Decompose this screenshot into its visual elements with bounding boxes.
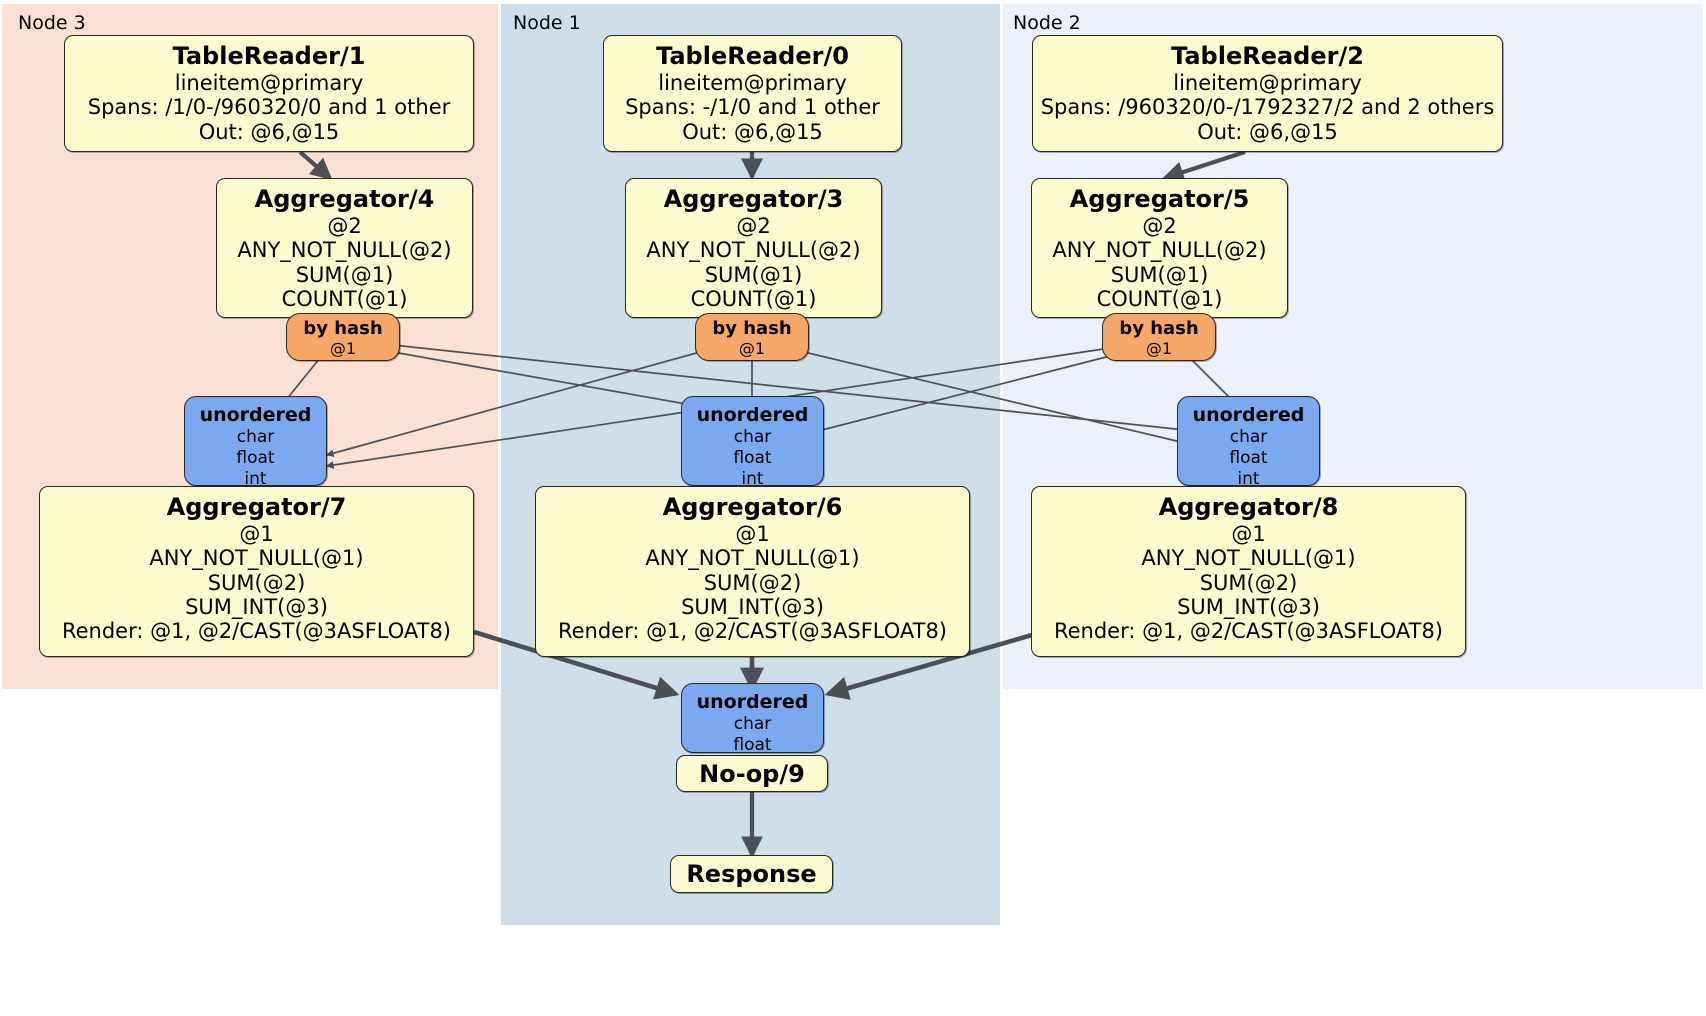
aggregator-5-line-1: ANY_NOT_NULL(@2) bbox=[1052, 238, 1267, 263]
aggregator-8-line-0: @1 bbox=[1231, 521, 1266, 546]
aggregator-7-box[interactable]: Aggregator/7 @1 ANY_NOT_NULL(@1) SUM(@2)… bbox=[39, 486, 474, 657]
router-by-hash-center-title: by hash bbox=[712, 318, 792, 339]
synchronizer-unordered-final-line-0: char bbox=[733, 713, 772, 734]
aggregator-7-line-3: SUM_INT(@3) bbox=[185, 594, 328, 619]
response-title: Response bbox=[686, 860, 817, 888]
synchronizer-unordered-final-title: unordered bbox=[696, 691, 809, 713]
aggregator-8-line-3: SUM_INT(@3) bbox=[1177, 594, 1320, 619]
response-box[interactable]: Response bbox=[670, 855, 833, 893]
aggregator-7-line-4: Render: @1, @2/CAST(@3ASFLOAT8) bbox=[61, 619, 452, 644]
aggregator-3-box[interactable]: Aggregator/3 @2 ANY_NOT_NULL(@2) SUM(@1)… bbox=[625, 178, 882, 318]
aggregator-4-box[interactable]: Aggregator/4 @2 ANY_NOT_NULL(@2) SUM(@1)… bbox=[216, 178, 473, 318]
table-reader-1-title: TableReader/1 bbox=[172, 42, 366, 70]
aggregator-7-line-2: SUM(@2) bbox=[207, 570, 306, 595]
synchronizer-unordered-right-line-1: float bbox=[1229, 448, 1268, 469]
aggregator-5-line-0: @2 bbox=[1142, 213, 1177, 238]
router-by-hash-center[interactable]: by hash @1 bbox=[695, 313, 809, 361]
aggregator-4-line-1: ANY_NOT_NULL(@2) bbox=[237, 238, 452, 263]
aggregator-5-title: Aggregator/5 bbox=[1069, 185, 1250, 213]
router-by-hash-left-title: by hash bbox=[303, 318, 383, 339]
synchronizer-unordered-left-title: unordered bbox=[199, 404, 312, 426]
aggregator-3-line-0: @2 bbox=[736, 213, 771, 238]
synchronizer-unordered-right-title: unordered bbox=[1192, 404, 1305, 426]
aggregator-3-line-1: ANY_NOT_NULL(@2) bbox=[646, 238, 861, 263]
aggregator-6-line-1: ANY_NOT_NULL(@1) bbox=[645, 546, 860, 571]
table-reader-1-box[interactable]: TableReader/1 lineitem@primary Spans: /1… bbox=[64, 35, 474, 152]
table-reader-2-line-0: lineitem@primary bbox=[1173, 70, 1362, 95]
synchronizer-unordered-center-line-1: float bbox=[733, 448, 772, 469]
aggregator-7-line-0: @1 bbox=[239, 521, 274, 546]
table-reader-0-line-0: lineitem@primary bbox=[658, 70, 847, 95]
synchronizer-unordered-right-line-2: int bbox=[1237, 469, 1260, 490]
synchronizer-unordered-left[interactable]: unordered char float int bbox=[184, 396, 327, 489]
aggregator-7-line-1: ANY_NOT_NULL(@1) bbox=[149, 546, 364, 571]
aggregator-8-title: Aggregator/8 bbox=[1158, 493, 1339, 521]
synchronizer-unordered-left-line-2: int bbox=[244, 469, 267, 490]
table-reader-1-line-2: Out: @6,@15 bbox=[198, 119, 340, 144]
aggregator-5-line-3: COUNT(@1) bbox=[1096, 286, 1223, 311]
synchronizer-unordered-center-line-0: char bbox=[733, 426, 772, 447]
node-panel-node2-label: Node 2 bbox=[1013, 12, 1081, 34]
aggregator-3-line-3: COUNT(@1) bbox=[690, 286, 817, 311]
router-by-hash-right[interactable]: by hash @1 bbox=[1102, 313, 1216, 361]
aggregator-8-line-4: Render: @1, @2/CAST(@3ASFLOAT8) bbox=[1053, 619, 1444, 644]
aggregator-4-title: Aggregator/4 bbox=[254, 185, 435, 213]
aggregator-6-line-2: SUM(@2) bbox=[703, 570, 802, 595]
table-reader-0-title: TableReader/0 bbox=[656, 42, 849, 70]
table-reader-2-line-1: Spans: /960320/0-/1792327/2 and 2 others bbox=[1040, 95, 1495, 120]
aggregator-4-line-3: COUNT(@1) bbox=[281, 286, 408, 311]
synchronizer-unordered-right[interactable]: unordered char float int bbox=[1177, 396, 1320, 489]
synchronizer-unordered-center[interactable]: unordered char float int bbox=[681, 396, 824, 489]
node-panel-node3-label: Node 3 bbox=[18, 12, 86, 34]
no-op-9-box[interactable]: No-op/9 bbox=[676, 755, 828, 792]
aggregator-6-line-3: SUM_INT(@3) bbox=[681, 594, 824, 619]
aggregator-7-title: Aggregator/7 bbox=[166, 493, 347, 521]
aggregator-6-title: Aggregator/6 bbox=[662, 493, 843, 521]
table-reader-1-line-1: Spans: /1/0-/960320/0 and 1 other bbox=[87, 95, 451, 120]
router-by-hash-right-title: by hash bbox=[1119, 318, 1199, 339]
table-reader-2-box[interactable]: TableReader/2 lineitem@primary Spans: /9… bbox=[1032, 35, 1503, 152]
table-reader-2-line-2: Out: @6,@15 bbox=[1197, 119, 1338, 144]
aggregator-6-line-4: Render: @1, @2/CAST(@3ASFLOAT8) bbox=[557, 619, 948, 644]
synchronizer-unordered-left-line-0: char bbox=[236, 426, 275, 447]
aggregator-4-line-2: SUM(@1) bbox=[295, 262, 394, 287]
synchronizer-unordered-center-title: unordered bbox=[696, 404, 809, 426]
table-reader-1-line-0: lineitem@primary bbox=[174, 70, 364, 95]
synchronizer-unordered-final-line-1: float bbox=[733, 735, 772, 756]
aggregator-3-title: Aggregator/3 bbox=[663, 185, 844, 213]
aggregator-8-line-1: ANY_NOT_NULL(@1) bbox=[1141, 546, 1356, 571]
synchronizer-unordered-left-line-1: float bbox=[236, 448, 275, 469]
aggregator-5-line-2: SUM(@1) bbox=[1110, 262, 1209, 287]
aggregator-8-box[interactable]: Aggregator/8 @1 ANY_NOT_NULL(@1) SUM(@2)… bbox=[1031, 486, 1466, 657]
router-by-hash-center-line-0: @1 bbox=[738, 338, 766, 358]
aggregator-8-line-2: SUM(@2) bbox=[1199, 570, 1298, 595]
router-by-hash-left[interactable]: by hash @1 bbox=[286, 313, 400, 361]
aggregator-3-line-2: SUM(@1) bbox=[704, 262, 803, 287]
node-panel-node1-label: Node 1 bbox=[513, 12, 581, 34]
no-op-9-title: No-op/9 bbox=[699, 760, 805, 788]
router-by-hash-left-line-0: @1 bbox=[329, 338, 357, 358]
aggregator-6-box[interactable]: Aggregator/6 @1 ANY_NOT_NULL(@1) SUM(@2)… bbox=[535, 486, 970, 657]
table-reader-0-box[interactable]: TableReader/0 lineitem@primary Spans: -/… bbox=[603, 35, 902, 152]
table-reader-0-line-1: Spans: -/1/0 and 1 other bbox=[625, 95, 880, 120]
aggregator-6-line-0: @1 bbox=[735, 521, 770, 546]
synchronizer-unordered-center-line-2: int bbox=[741, 469, 764, 490]
table-reader-0-line-2: Out: @6,@15 bbox=[682, 119, 823, 144]
synchronizer-unordered-final[interactable]: unordered char float bbox=[681, 683, 824, 756]
aggregator-5-box[interactable]: Aggregator/5 @2 ANY_NOT_NULL(@2) SUM(@1)… bbox=[1031, 178, 1288, 318]
synchronizer-unordered-right-line-0: char bbox=[1229, 426, 1268, 447]
router-by-hash-right-line-0: @1 bbox=[1145, 338, 1173, 358]
table-reader-2-title: TableReader/2 bbox=[1171, 42, 1364, 70]
aggregator-4-line-0: @2 bbox=[327, 213, 362, 238]
